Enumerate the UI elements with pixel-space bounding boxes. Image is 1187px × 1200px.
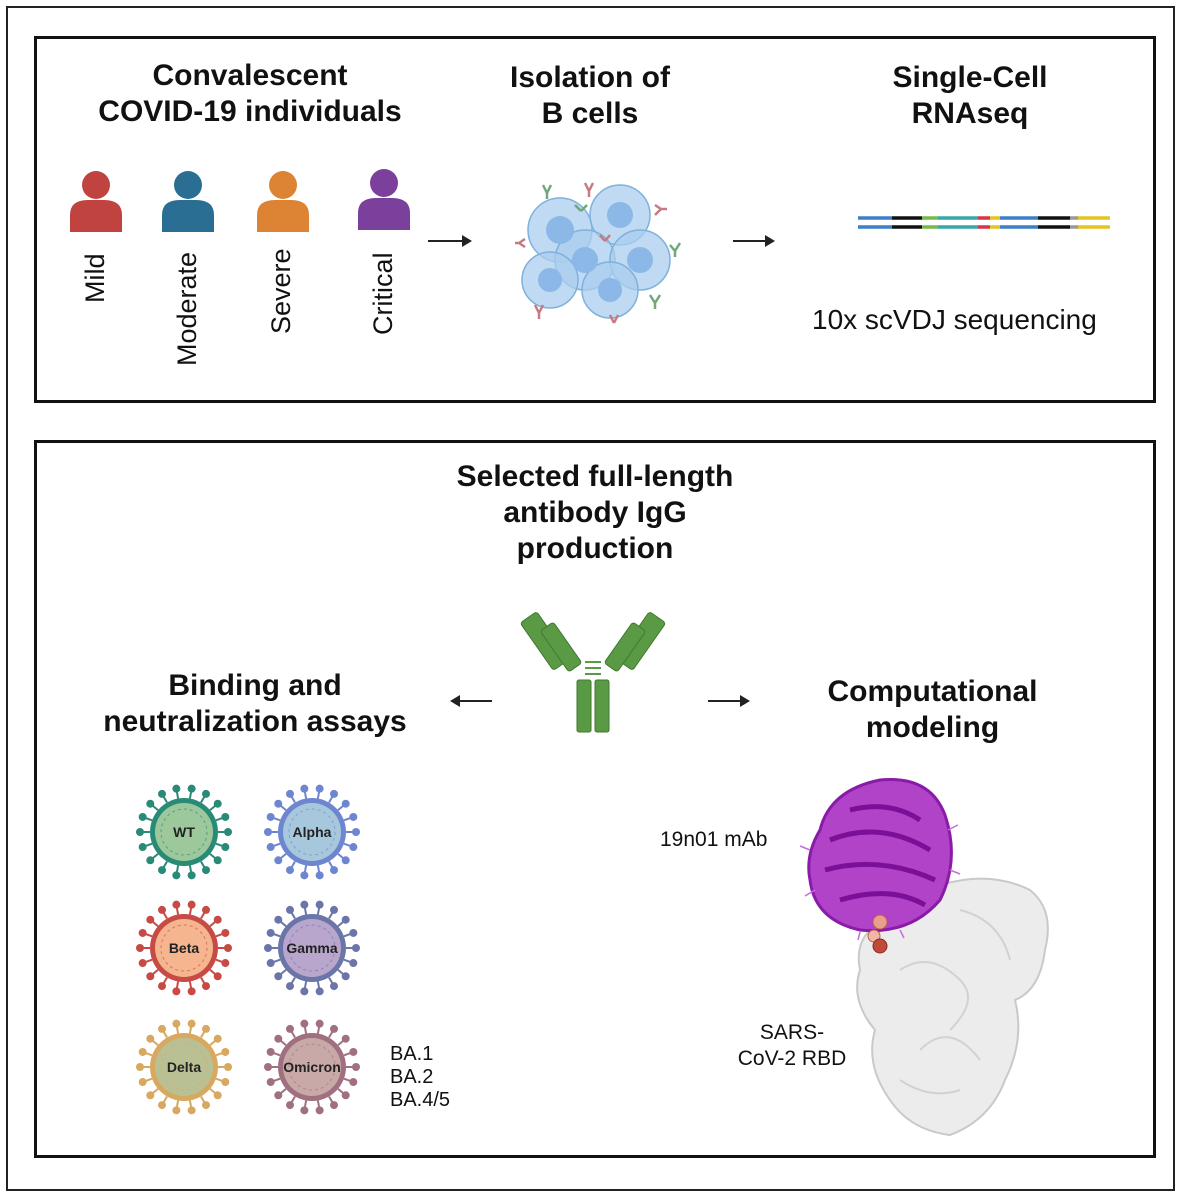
severity-label-mild: Mild: [80, 253, 110, 303]
mab-ribbon-structure: [799, 777, 961, 941]
person-icon-mild: [70, 171, 122, 232]
rbd-surface-structure: [856, 877, 1049, 1137]
omicron-ba2-label: BA.2: [390, 1066, 434, 1088]
sequencing-label: 10x scVDJ sequencing: [812, 304, 1097, 335]
modeling-title: Computational modeling: [827, 675, 1038, 744]
contact-residues-icon: [867, 914, 888, 954]
person-icon-severe: [257, 171, 309, 232]
figure-frame: [6, 6, 1175, 1191]
person-icon-moderate: [162, 171, 214, 232]
mab-label: 19n01 mAb: [660, 828, 768, 851]
rbd-label: SARS- CoV-2 RBD: [737, 1021, 847, 1070]
arrow-right-icon: [733, 235, 775, 247]
omicron-ba45-label: BA.4/5: [390, 1089, 451, 1111]
production-title: Selected full-length antibody IgG produc…: [456, 460, 734, 565]
isolation-title: Isolation of B cells: [510, 61, 670, 130]
arrow-right-icon: [708, 695, 750, 707]
arrow-left-icon: [450, 695, 492, 707]
omicron-ba1-label: BA.1: [390, 1043, 434, 1065]
scrna-title: Single-Cell RNAseq: [892, 61, 1048, 130]
arrow-right-icon: [428, 235, 472, 247]
bottom-panel: [34, 440, 1156, 1158]
severity-label-severe: Severe: [266, 248, 296, 334]
virus-omicron-icon: Omicron: [264, 1019, 360, 1115]
variant-label: WT: [173, 824, 195, 840]
virus-delta-icon: Delta: [136, 1019, 232, 1115]
cohort-title: Convalescent COVID-19 individuals: [98, 59, 402, 128]
virus-wt-icon: WT: [136, 784, 232, 880]
antibody-igg-icon: [520, 612, 666, 733]
top-panel: [34, 36, 1156, 403]
severity-label-moderate: Moderate: [172, 251, 202, 366]
virus-gamma-icon: Gamma: [264, 900, 360, 996]
variant-label: Gamma: [286, 940, 338, 956]
variant-label: Beta: [169, 940, 200, 956]
severity-label-critical: Critical: [368, 252, 398, 335]
assays-title: Binding and neutralization assays: [103, 669, 407, 738]
variant-label: Omicron: [283, 1059, 341, 1075]
b-cell-cluster-icon: [515, 182, 682, 324]
virus-beta-icon: Beta: [136, 900, 232, 996]
person-icon-critical: [358, 169, 410, 230]
sequence-reads-icon: [858, 216, 1110, 229]
variant-label: Delta: [167, 1059, 201, 1075]
variant-label: Alpha: [293, 824, 332, 840]
virus-alpha-icon: Alpha: [264, 784, 360, 880]
